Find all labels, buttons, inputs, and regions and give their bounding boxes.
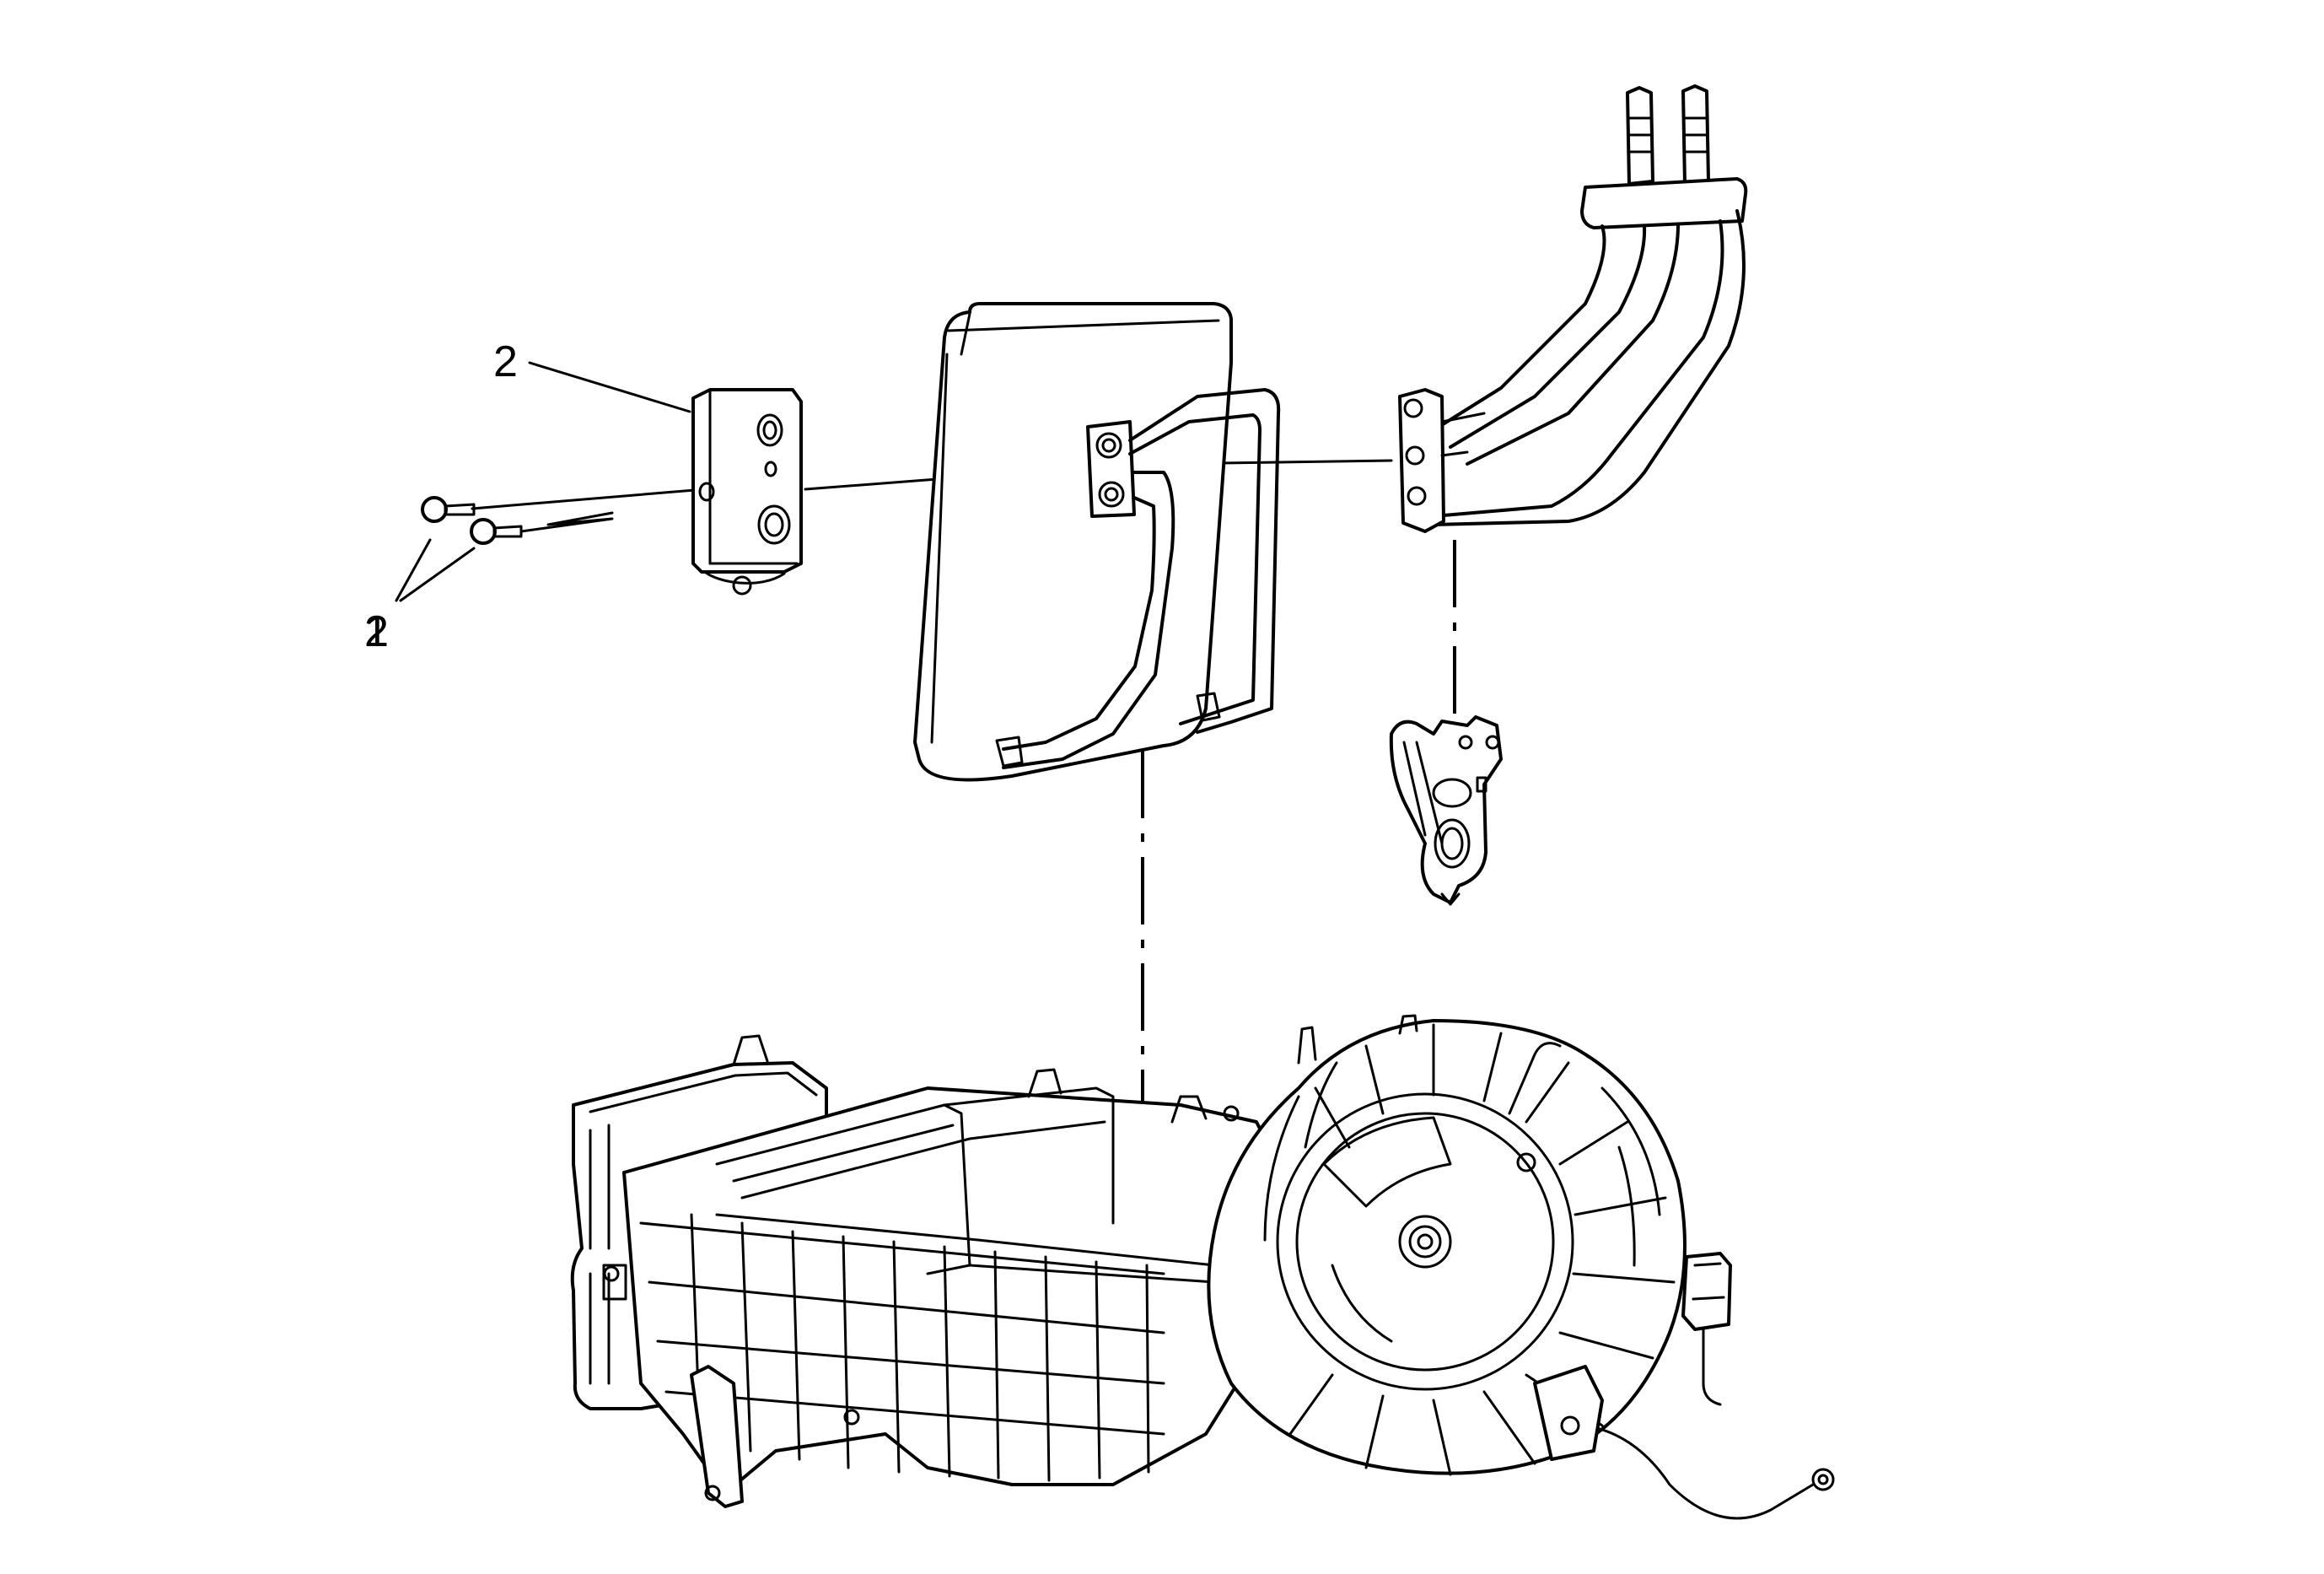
- hvac-module-case: [570, 1034, 1283, 1508]
- callout-1: 1: [364, 607, 389, 656]
- bolt-axis-lines: [471, 486, 727, 533]
- expansion-valve: [691, 388, 803, 596]
- evaporator-core: [913, 302, 1281, 782]
- callout-1-leader-a: [395, 538, 432, 602]
- bolt-upper: [421, 496, 476, 523]
- refrigerant-tube-assembly: [1398, 84, 1748, 533]
- blower-motor-housing: [1207, 1014, 1835, 1520]
- bolt-lower: [470, 518, 523, 545]
- callout-1: 2: [364, 607, 389, 656]
- callout-2: 2: [493, 337, 518, 386]
- callout-2-leader: [528, 361, 691, 413]
- tube-retainer-clamp: [1389, 715, 1503, 906]
- callout-1-leader-b: [399, 547, 476, 602]
